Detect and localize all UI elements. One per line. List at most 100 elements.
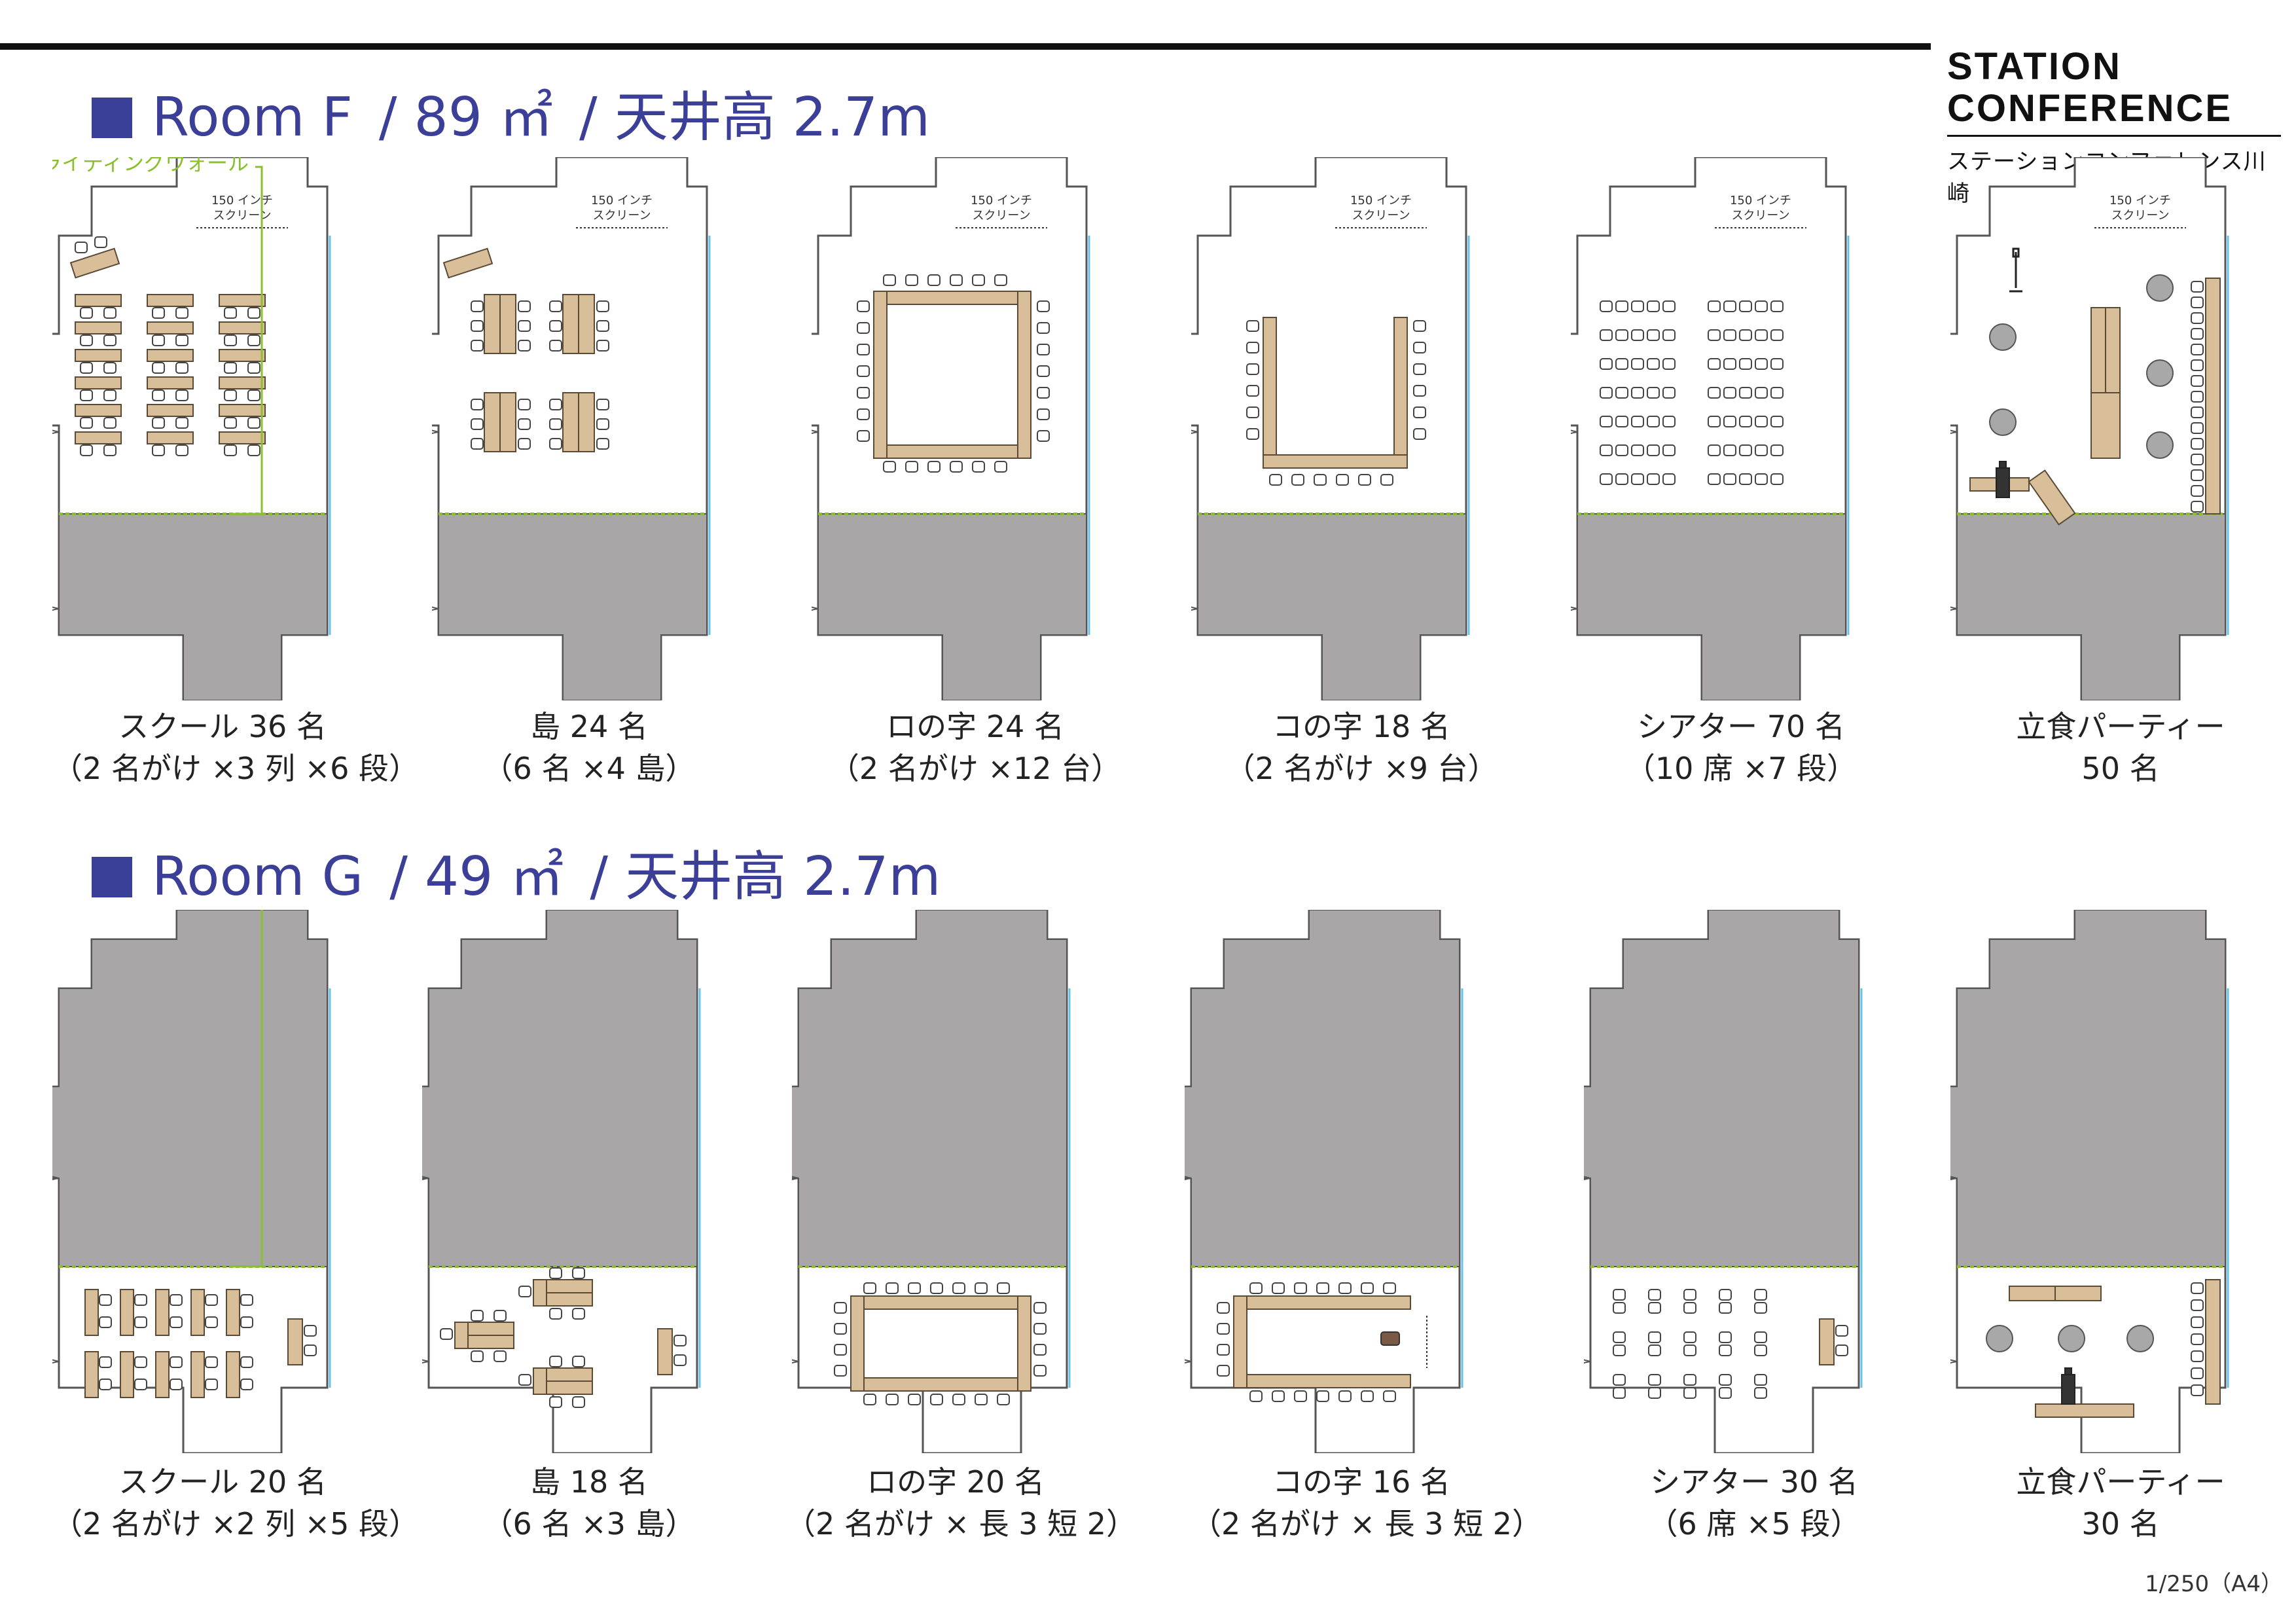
chair (1413, 428, 1426, 440)
chair (1037, 408, 1050, 420)
chair (1033, 1365, 1047, 1377)
chair (1739, 300, 1752, 312)
chair (1613, 1344, 1626, 1356)
chair (2191, 328, 2204, 340)
chair (975, 1394, 988, 1405)
microphone-icon (2009, 247, 2022, 293)
adjacent-room-area (438, 513, 708, 700)
chair (80, 307, 93, 319)
chair (1246, 428, 1259, 440)
chair (247, 307, 260, 319)
chair (224, 389, 237, 401)
chair (1037, 430, 1050, 442)
chair (549, 1308, 562, 1320)
chair (1249, 1390, 1263, 1402)
chair (175, 334, 188, 346)
chair (997, 1282, 1010, 1294)
table (442, 247, 493, 279)
chair (2191, 438, 2204, 450)
caption-detail: （2 名がけ × 長 3 短 2） (785, 1506, 1137, 1542)
chair (883, 461, 896, 473)
chair (471, 1310, 484, 1322)
chair (170, 1316, 183, 1328)
chair (1037, 322, 1050, 334)
table (75, 294, 122, 307)
chair (549, 438, 562, 450)
chair (972, 461, 985, 473)
chair (2191, 391, 2204, 403)
chair (2191, 406, 2204, 418)
chair (1739, 444, 1752, 456)
chair (596, 399, 609, 410)
chair (1835, 1344, 1848, 1356)
chair (1358, 474, 1371, 486)
chair (224, 444, 237, 456)
chair (2191, 375, 2204, 387)
chair (152, 389, 165, 401)
chair (1754, 1302, 1767, 1314)
chair (1037, 344, 1050, 355)
table (454, 1322, 469, 1349)
chair (1648, 1331, 1661, 1343)
door-icon (1950, 1359, 1958, 1364)
adjacent-room-area (52, 910, 328, 1267)
door-icon (1584, 1176, 1591, 1181)
chair (1217, 1323, 1230, 1335)
room-f-area: / 89 ㎡ (378, 86, 553, 149)
chair (493, 1350, 507, 1362)
chair (1739, 329, 1752, 341)
caption-detail: （2 名がけ × 長 3 短 2） (1191, 1506, 1543, 1542)
chair (1615, 473, 1628, 485)
door-icon (52, 1359, 60, 1364)
door-icon (1191, 606, 1198, 611)
adjacent-room-area (422, 910, 698, 1267)
chair (471, 320, 484, 332)
caption-name: スクール 36 名 (118, 709, 327, 744)
chair (2191, 422, 2204, 434)
table (1233, 1295, 1247, 1388)
screen-label: 150 インチ (1730, 194, 1791, 208)
chair (1246, 320, 1259, 332)
chair (1037, 300, 1050, 312)
header-rule (0, 43, 1931, 50)
chair (518, 340, 531, 352)
chair (549, 300, 562, 312)
chair (1249, 1282, 1263, 1294)
table (578, 392, 595, 452)
chair (1755, 473, 1768, 485)
door-icon (1584, 1359, 1591, 1364)
brand-line2: CONFERENCE (1947, 87, 2233, 130)
chair (834, 1365, 847, 1377)
chair (1723, 358, 1736, 370)
chair (1723, 473, 1736, 485)
chair (152, 307, 165, 319)
table (226, 1289, 240, 1336)
chair (1631, 416, 1644, 427)
chair (247, 389, 260, 401)
chair (518, 1374, 531, 1386)
chair (75, 242, 88, 253)
chair (99, 1294, 112, 1306)
chair (1648, 1387, 1661, 1399)
chair (1739, 358, 1752, 370)
screen-label: 150 インチ (971, 194, 1032, 208)
table (1263, 317, 1277, 456)
chair (1613, 1374, 1626, 1386)
chair (1755, 444, 1768, 456)
chair (857, 430, 870, 442)
room-g-plan-u-shape (1185, 910, 1463, 1453)
chair (103, 389, 117, 401)
square-bullet-icon (92, 857, 132, 897)
chair (2191, 1350, 2204, 1362)
chair (1631, 473, 1644, 485)
chair (304, 1344, 317, 1356)
table (467, 1335, 514, 1349)
table (287, 1318, 303, 1365)
room-f-caption-school: スクール 36 名 （2 名がけ ×3 列 ×6 段） (52, 706, 419, 789)
table (155, 1289, 170, 1336)
table (1819, 1318, 1835, 1365)
chair (134, 1316, 147, 1328)
chair (1739, 416, 1752, 427)
chair (1648, 1302, 1661, 1314)
